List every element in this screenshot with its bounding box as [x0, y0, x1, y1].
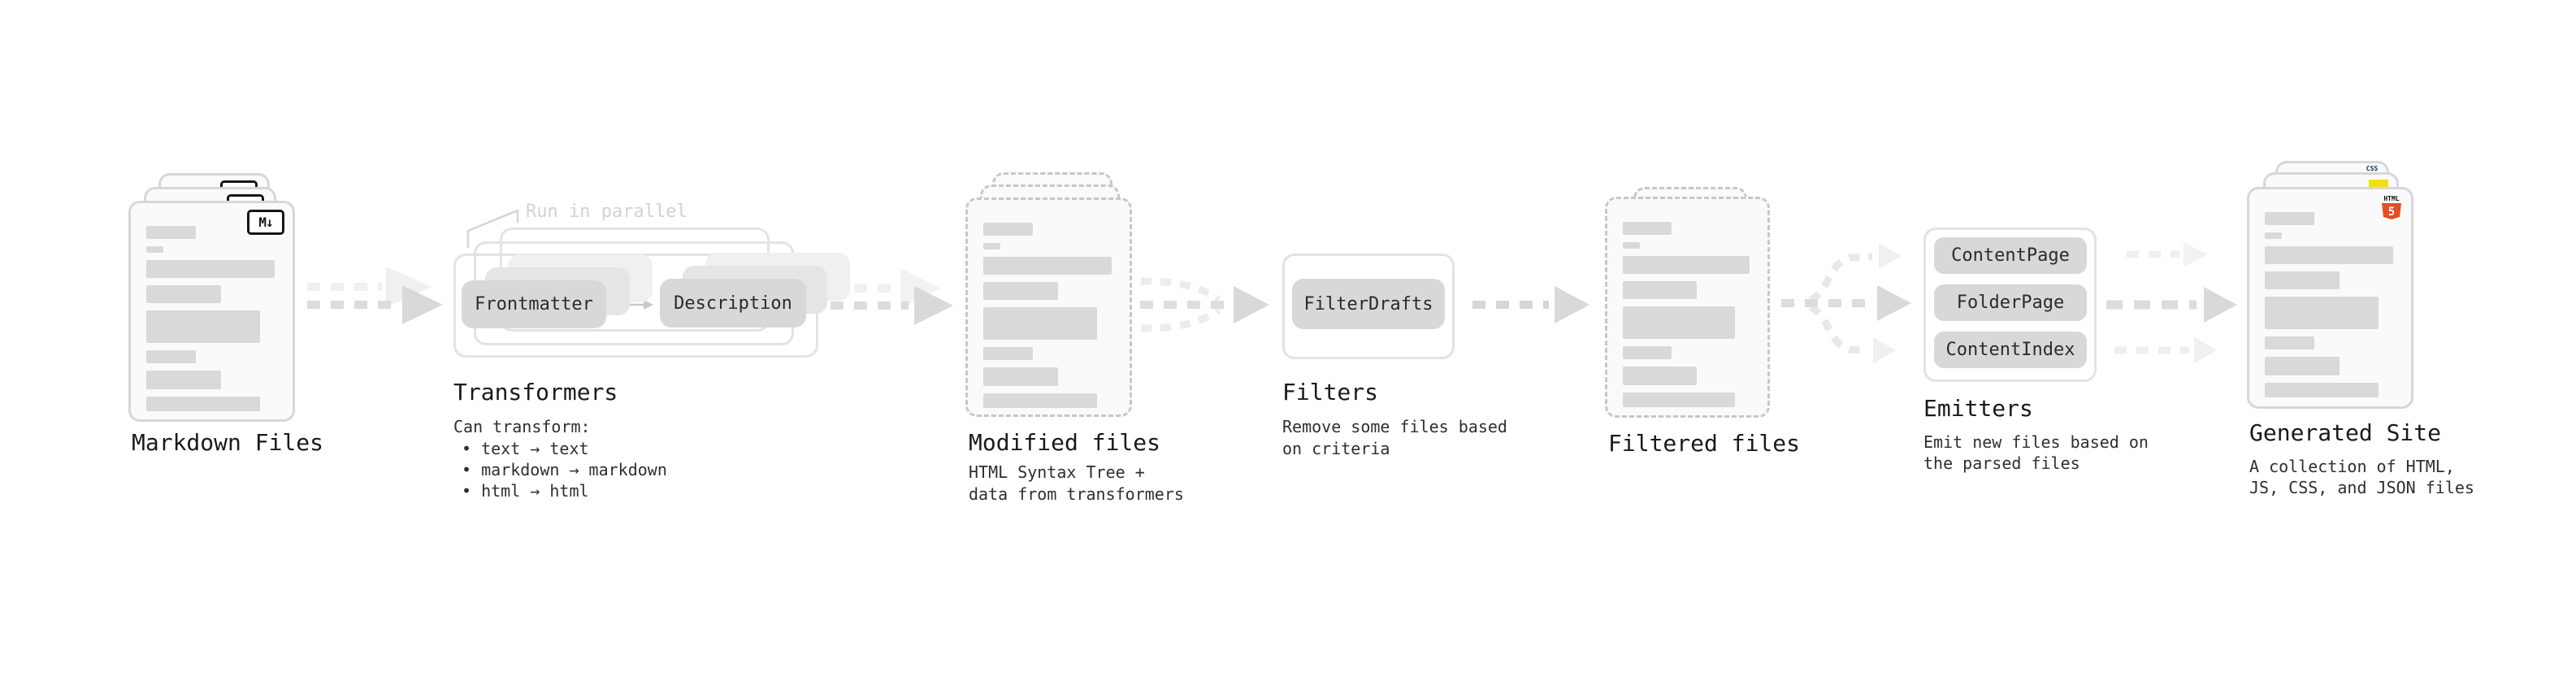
- document-content-placeholder: [983, 223, 1114, 408]
- generated-site-desc: A collection of HTML,: [2249, 457, 2455, 476]
- arrow-filters-to-filtered: [1472, 286, 1589, 323]
- svg-text:HTML: HTML: [2383, 195, 2399, 202]
- text-placeholder-bar: [1623, 306, 1736, 339]
- text-placeholder-bar: [146, 350, 197, 363]
- text-placeholder-bar: [983, 393, 1098, 408]
- html5-icon: HTML 5: [2380, 194, 2403, 223]
- text-placeholder-bar: [983, 307, 1098, 340]
- text-placeholder-bar: [146, 226, 197, 239]
- text-placeholder-bar: [2265, 271, 2340, 289]
- text-placeholder-bar: [983, 367, 1058, 386]
- stage-title-filters: Filters: [1282, 379, 1379, 406]
- text-placeholder-bar: [146, 371, 221, 389]
- text-placeholder-bar: [2265, 212, 2315, 225]
- emitter-pill-contentindex: ContentIndex: [1934, 332, 2087, 368]
- text-placeholder-bar: [1623, 346, 1672, 359]
- svg-text:5: 5: [2388, 206, 2395, 219]
- stage-title-modified-files: Modified files: [969, 429, 1161, 456]
- filtered-file-card-front: [1605, 197, 1770, 418]
- text-placeholder-bar: [983, 347, 1034, 360]
- stage-title-filtered-files: Filtered files: [1608, 430, 1801, 457]
- transformers-bullet: • text → text: [462, 439, 589, 458]
- run-in-parallel-annotation: Run in parallel: [526, 202, 687, 222]
- transformers-bullet: • markdown → markdown: [462, 460, 667, 479]
- filterdrafts-pill: FilterDrafts: [1292, 279, 1445, 329]
- text-placeholder-bar: [983, 223, 1034, 236]
- text-placeholder-bar: [146, 310, 261, 343]
- markdown-file-card-front: M↓: [128, 201, 295, 422]
- stage-title-markdown-files: Markdown Files: [132, 429, 324, 456]
- text-placeholder-bar: [2265, 336, 2315, 349]
- generated-html-file-card: HTML 5: [2247, 187, 2413, 409]
- filters-desc: on criteria: [1282, 439, 1390, 458]
- text-placeholder-bar: [1623, 393, 1736, 407]
- text-placeholder-bar: [2265, 297, 2379, 329]
- stage-title-generated-site: Generated Site: [2249, 419, 2442, 446]
- css-wordmark: CSS: [2366, 165, 2379, 172]
- filters-desc: Remove some files based: [1282, 417, 1507, 436]
- transformers-desc-heading: Can transform:: [453, 417, 591, 436]
- text-placeholder-bar: [1623, 242, 1640, 249]
- document-content-placeholder: [2265, 212, 2396, 397]
- text-placeholder-bar: [146, 397, 261, 411]
- generated-site-desc: JS, CSS, and JSON files: [2249, 478, 2474, 497]
- emitter-pill-contentpage: ContentPage: [1934, 237, 2087, 274]
- text-placeholder-bar: [146, 260, 275, 278]
- text-placeholder-bar: [1623, 281, 1697, 299]
- text-placeholder-bar: [1623, 256, 1750, 274]
- arrow-modified-to-filters-merge: [1140, 277, 1269, 332]
- arrow-emitters-to-generated: [2106, 242, 2237, 363]
- description-pill: Description: [660, 279, 806, 327]
- transformers-bullet: • html → html: [462, 481, 589, 501]
- emitters-frame: [1923, 228, 2097, 382]
- markdown-icon: M↓: [247, 210, 284, 235]
- text-placeholder-bar: [146, 246, 163, 253]
- emitters-desc: Emit new files based on: [1923, 432, 2149, 452]
- text-placeholder-bar: [2265, 246, 2393, 264]
- modified-files-desc: data from transformers: [969, 484, 1184, 504]
- arrow-markdown-to-transformers: [307, 267, 443, 324]
- text-placeholder-bar: [983, 257, 1112, 275]
- text-placeholder-bar: [983, 282, 1058, 300]
- text-placeholder-bar: [2265, 383, 2379, 397]
- arrow-filtered-to-emitters-fork: [1781, 243, 1911, 363]
- text-placeholder-bar: [983, 243, 1000, 249]
- frontmatter-pill: Frontmatter: [462, 280, 606, 328]
- emitter-pill-folderpage: FolderPage: [1934, 284, 2087, 321]
- text-placeholder-bar: [1623, 367, 1697, 385]
- text-placeholder-bar: [146, 285, 221, 303]
- stage-title-emitters: Emitters: [1923, 395, 2033, 422]
- document-content-placeholder: [146, 226, 277, 411]
- modified-files-desc: HTML Syntax Tree +: [969, 462, 1145, 482]
- text-placeholder-bar: [1623, 222, 1672, 235]
- text-placeholder-bar: [2265, 232, 2282, 239]
- emitters-desc: the parsed files: [1923, 453, 2080, 473]
- text-placeholder-bar: [2265, 357, 2340, 375]
- filters-frame: [1282, 254, 1455, 359]
- modified-file-card-front: [965, 197, 1132, 417]
- stage-title-transformers: Transformers: [453, 379, 618, 406]
- document-content-placeholder: [1623, 222, 1752, 407]
